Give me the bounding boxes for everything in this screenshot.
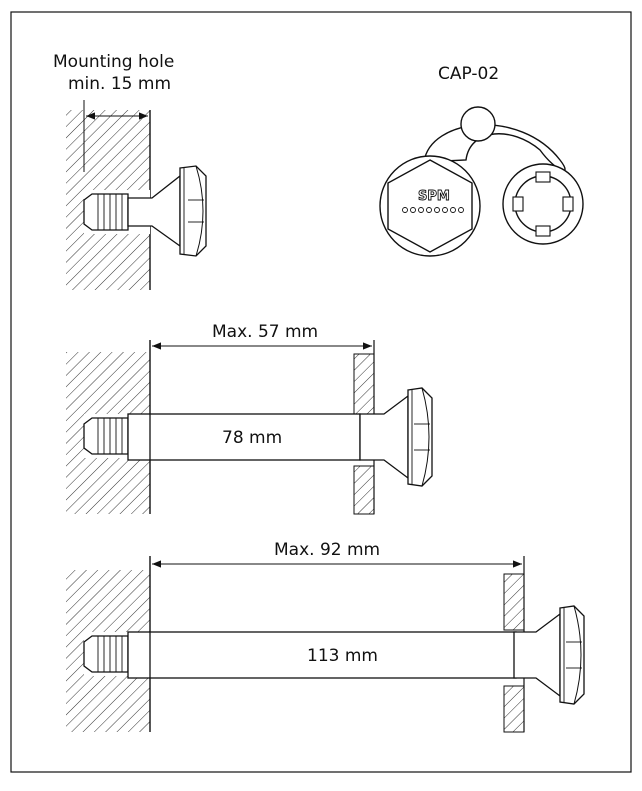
bottom-plate-top <box>503 573 525 631</box>
cap-02-drawing: SPM <box>379 106 584 257</box>
mid-max-label: Max. 57 mm <box>212 322 319 342</box>
bottom-sensor-group <box>66 556 585 733</box>
mid-length-label: 78 mm <box>222 428 283 448</box>
mid-sensor-group <box>66 340 433 515</box>
top-sensor-group <box>66 100 207 290</box>
mid-shaft <box>127 413 361 461</box>
mid-plate-top <box>353 353 375 415</box>
outer-border <box>10 11 632 773</box>
cap-hex <box>387 159 473 253</box>
mounting-hole-min-label: min. 15 mm <box>68 74 172 94</box>
mounting-hole-label: Mounting hole <box>53 52 175 72</box>
bottom-length-label: 113 mm <box>307 646 378 666</box>
bottom-plate-bottom <box>503 685 525 733</box>
cap-logo-text: SPM <box>418 189 450 204</box>
bottom-shaft <box>127 631 517 679</box>
mid-plate-bottom <box>353 465 375 515</box>
cap-model-label: CAP-02 <box>438 64 500 84</box>
cap-strap-knob <box>460 106 496 142</box>
top-thread-tip <box>83 193 129 231</box>
bottom-max-label: Max. 92 mm <box>274 540 381 560</box>
